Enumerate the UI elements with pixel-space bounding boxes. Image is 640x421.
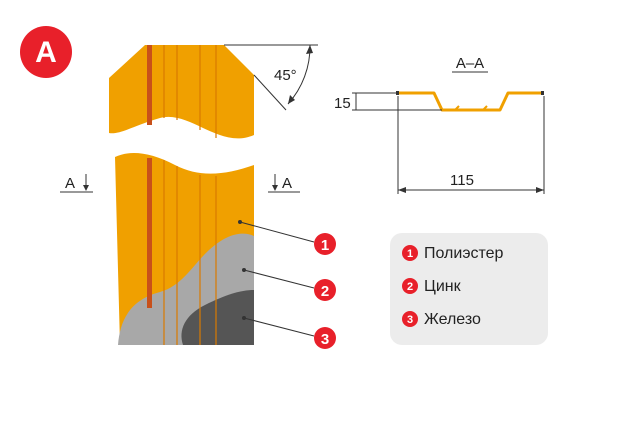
angle-arrow-head: [288, 95, 295, 104]
legend-item-zinc: 2 Цинк: [402, 278, 462, 295]
picket-top-body: [109, 45, 254, 139]
cross-section-rib: [454, 105, 460, 111]
leader-line-2: [243, 269, 315, 289]
section-mark-left: A: [60, 174, 93, 193]
section-mark-right: A: [268, 174, 300, 193]
legend-item-1-number: 1: [407, 248, 413, 260]
layer-marker-1: 1: [314, 233, 336, 255]
layer-marker-2-circle: [314, 279, 336, 301]
dimension-width-arrow-left: [398, 187, 406, 193]
corner-badge-circle: [20, 26, 72, 78]
dimension-width-arrow-right: [536, 187, 544, 193]
angle-edge-extension: [253, 74, 287, 111]
legend-item-3-number: 3: [407, 314, 413, 326]
cross-section-profile: [398, 91, 544, 112]
layer-marker-3: 3: [314, 327, 336, 349]
corner-badge: A: [20, 26, 72, 78]
angle-arrow-head: [306, 45, 313, 54]
leader-lines: [238, 220, 315, 337]
picket-top-fragment: [109, 45, 254, 139]
picket-bottom-stripe-red: [147, 158, 152, 308]
section-title: A–A: [456, 55, 484, 72]
leader-line-1: [239, 221, 315, 243]
legend-box: 1 Полиэстер 2 Цинк 3 Железо: [390, 233, 548, 345]
legend-item-2-number: 2: [407, 281, 413, 293]
cross-section-edge-right: [541, 91, 544, 95]
picket-bottom-fragment: [115, 153, 254, 345]
layer-marker-2-number: 2: [321, 283, 329, 300]
legend-item-3-label: Железо: [424, 311, 481, 328]
legend-item-2-badge: [402, 278, 418, 294]
dimension-height: 15: [334, 92, 442, 112]
cross-section-rib: [482, 105, 488, 111]
leader-dot-3: [242, 316, 246, 320]
layer-marker-1-number: 1: [321, 237, 329, 254]
legend-item-iron: 3 Железо: [402, 311, 481, 328]
legend-item-1-badge: [402, 245, 418, 261]
leader-dot-2: [242, 268, 246, 272]
layer-marker-3-circle: [314, 327, 336, 349]
legend-item-1-label: Полиэстер: [424, 245, 504, 262]
angle-annotation: [224, 44, 318, 111]
leader-dot-1: [238, 220, 242, 224]
layer-marker-1-circle: [314, 233, 336, 255]
section-mark-right-label: A: [282, 175, 292, 192]
legend-background: [390, 233, 548, 345]
leader-line-3: [243, 317, 315, 337]
section-mark-right-arrow-head: [272, 185, 278, 191]
legend-item-polyester: 1 Полиэстер: [402, 245, 504, 262]
legend-item-2-label: Цинк: [424, 278, 462, 295]
section-mark-left-label: A: [65, 175, 75, 192]
layer-marker-3-number: 3: [321, 331, 329, 348]
legend-item-3-badge: [402, 311, 418, 327]
dimension-width: 115: [397, 96, 545, 194]
picket-top-stripe-red: [147, 45, 152, 125]
layer-marker-2: 2: [314, 279, 336, 301]
angle-label: 45°: [274, 67, 297, 84]
corner-badge-letter: A: [35, 36, 57, 69]
dimension-width-label: 115: [450, 172, 474, 189]
section-mark-left-arrow-head: [83, 185, 89, 191]
dimension-height-label: 15: [334, 95, 351, 112]
